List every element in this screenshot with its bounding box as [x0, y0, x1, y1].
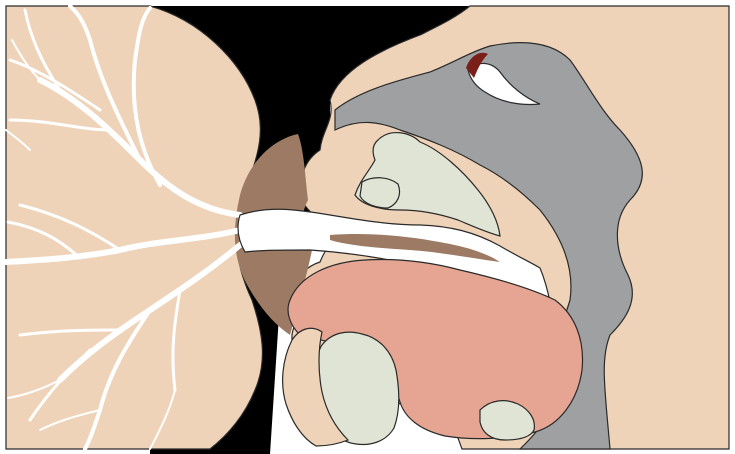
illustration-canvas — [0, 0, 735, 454]
latch-diagram — [0, 0, 735, 454]
